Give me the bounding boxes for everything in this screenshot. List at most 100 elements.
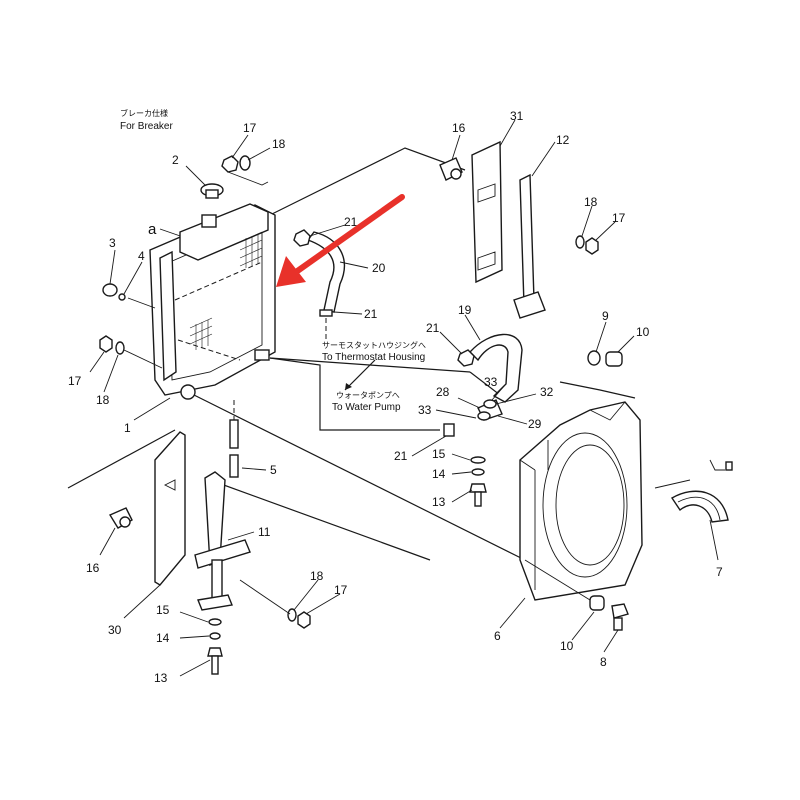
radiator-core-hatch-upper	[239, 231, 263, 268]
clamp-21-upper	[293, 229, 311, 247]
leader-32	[495, 393, 537, 405]
clamp-32	[483, 399, 497, 409]
leader-31	[499, 119, 516, 147]
clamp-21-bottom	[443, 423, 455, 437]
label-21-hose: 21	[426, 321, 440, 335]
highlight-arrow-head	[276, 256, 306, 287]
bracket-31-slot-2	[477, 251, 496, 271]
nut-17-bottom	[297, 611, 311, 629]
radiator-side-bracket	[159, 250, 177, 382]
ref-a: a	[148, 221, 157, 238]
leader-stay-to-nut	[239, 579, 291, 615]
bolt-13-left	[207, 647, 223, 675]
fan-route-line	[559, 381, 636, 399]
label-2: 2	[172, 153, 179, 167]
label-7: 7	[716, 565, 723, 579]
label-17-top: 17	[243, 121, 257, 135]
note-pump-en: To Water Pump	[332, 402, 401, 413]
label-18-right: 18	[584, 195, 598, 209]
frame-line-left	[67, 429, 176, 489]
leader-14-left	[179, 635, 210, 639]
label-12: 12	[556, 133, 570, 147]
leader-17-left	[89, 351, 105, 373]
pump-route-line	[269, 357, 440, 431]
bracket-30	[154, 431, 186, 586]
leader-1	[133, 397, 171, 421]
leader-6	[499, 597, 526, 629]
leader-18-right	[581, 205, 593, 237]
leader-21-hose	[439, 331, 463, 355]
leader-18-left	[103, 354, 119, 393]
o-ring-4	[118, 293, 126, 301]
thermostat-arrow-head	[345, 383, 352, 390]
label-10-upper: 10	[636, 325, 650, 339]
stay-11	[194, 471, 251, 611]
label-14-mid: 14	[432, 467, 446, 481]
spacer-10-upper	[605, 351, 623, 367]
part-labels: 17 18 2 3 4 17 18 1 21 20 21 5 16 30 11 …	[68, 109, 723, 685]
label-13-left: 13	[154, 671, 168, 685]
washer-18-top	[239, 155, 251, 171]
leader-30	[123, 584, 161, 619]
leader-left-bolt	[123, 349, 163, 369]
leader-16-right	[451, 134, 461, 161]
pin-5-lower	[229, 454, 239, 478]
label-14-left: 14	[156, 631, 170, 645]
leader-13-mid	[451, 489, 473, 503]
radiator-dash-2	[177, 339, 241, 361]
label-21-upper: 21	[344, 215, 358, 229]
note-thermostat-en: To Thermostat Housing	[322, 352, 425, 363]
radiator-top-tank	[179, 203, 269, 261]
fan-guard-7	[654, 459, 733, 523]
label-18-bottom: 18	[310, 569, 324, 583]
label-18-top: 18	[272, 137, 286, 151]
label-31: 31	[510, 109, 524, 123]
label-16-left: 16	[86, 561, 100, 575]
leader-10-upper	[617, 335, 635, 353]
label-17-bottom: 17	[334, 583, 348, 597]
label-29: 29	[528, 417, 542, 431]
label-15-mid: 15	[432, 447, 446, 461]
label-5: 5	[270, 463, 277, 477]
leader-19	[464, 314, 481, 341]
label-17-left: 17	[68, 374, 82, 388]
leader-shroud-to-spacer	[524, 559, 591, 601]
label-18-left: 18	[96, 393, 110, 407]
label-19: 19	[458, 303, 472, 317]
bracket-30-slot	[163, 479, 176, 491]
leader-33-lower	[435, 409, 477, 419]
leader-10-lower	[571, 611, 595, 641]
leader-4	[123, 261, 143, 295]
leader-15-left	[179, 611, 209, 623]
leader-3	[109, 249, 116, 285]
leader-nut-to-frame	[227, 171, 269, 186]
label-8: 8	[600, 655, 607, 669]
label-9: 9	[602, 309, 609, 323]
label-20: 20	[372, 261, 386, 275]
leader-11	[227, 531, 255, 541]
label-10-lower: 10	[560, 639, 574, 653]
nut-17-left	[99, 335, 113, 353]
radiator-drain	[180, 384, 196, 400]
note-breaker-jp: ブレーカ仕様	[120, 108, 168, 118]
leader-4-to-radiator	[127, 297, 156, 309]
radiator-core-hatch-lower	[189, 317, 213, 350]
label-13-mid: 13	[432, 495, 446, 509]
highlight-arrow	[276, 194, 405, 287]
thermostat-route-line	[269, 357, 471, 373]
nut-17-top	[221, 155, 239, 173]
leader-18-top	[247, 147, 271, 161]
radiator-filler-neck	[201, 214, 217, 228]
mount-16-left	[108, 507, 133, 529]
label-21-mid: 21	[364, 307, 378, 321]
label-28: 28	[436, 385, 450, 399]
leader-15-mid	[451, 453, 471, 461]
washer-14-mid	[471, 468, 485, 476]
leader-16-left	[99, 527, 116, 556]
bracket-31-slot-1	[477, 183, 496, 203]
leader-21-upper	[309, 224, 346, 237]
label-4: 4	[138, 249, 145, 263]
label-21-bottom: 21	[394, 449, 408, 463]
leader-20	[339, 261, 369, 269]
